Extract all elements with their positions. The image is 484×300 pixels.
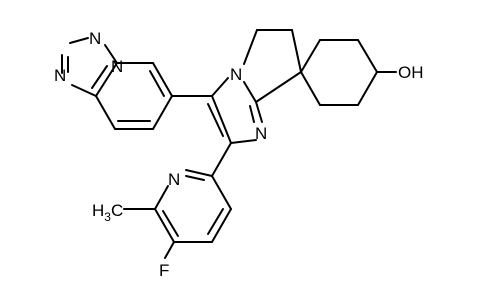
pyridine-ring bbox=[123, 169, 232, 259]
bond bbox=[164, 241, 175, 259]
bond bbox=[357, 39, 378, 73]
bond bbox=[211, 77, 229, 97]
bond bbox=[185, 169, 213, 177]
hydroxyl-label: OH bbox=[398, 63, 424, 82]
bond bbox=[95, 62, 118, 97]
cyclohexane-ring bbox=[300, 39, 397, 106]
bond bbox=[71, 84, 97, 97]
triazolopyridine-ring bbox=[61, 37, 173, 130]
pyrrolidine-ring bbox=[243, 29, 302, 103]
bond bbox=[211, 175, 232, 210]
pyrrole-n-label: N bbox=[230, 65, 242, 84]
bond bbox=[211, 208, 232, 243]
imidazole-n-label: N bbox=[255, 124, 267, 143]
triazole-n-left-label: N bbox=[54, 66, 66, 85]
bond bbox=[95, 95, 116, 130]
triazole-n-top-label: N bbox=[89, 29, 101, 48]
bond bbox=[291, 29, 302, 73]
bond bbox=[91, 65, 108, 89]
bond bbox=[104, 44, 118, 64]
bond bbox=[243, 29, 258, 65]
bridgehead-n-label: N bbox=[111, 57, 123, 76]
bond bbox=[357, 71, 378, 106]
pyridine-n-label: N bbox=[168, 170, 180, 189]
bond bbox=[255, 71, 302, 103]
bond bbox=[207, 103, 224, 137]
fluorine-label: F bbox=[159, 261, 169, 280]
bond bbox=[243, 81, 257, 103]
bond bbox=[152, 62, 173, 97]
bond bbox=[154, 208, 175, 243]
bond bbox=[185, 175, 205, 181]
bond bbox=[249, 105, 255, 123]
bond bbox=[154, 185, 169, 210]
bond bbox=[69, 37, 89, 44]
bond bbox=[149, 70, 165, 97]
bond bbox=[300, 39, 321, 73]
bond bbox=[300, 71, 321, 106]
bond bbox=[255, 101, 263, 123]
imidazole-ring bbox=[207, 77, 263, 144]
bond bbox=[162, 210, 179, 237]
bond bbox=[211, 142, 232, 177]
bond bbox=[207, 208, 224, 235]
bond bbox=[152, 95, 173, 130]
methyl-label: H3C bbox=[92, 201, 123, 224]
bond bbox=[211, 95, 232, 144]
bond bbox=[230, 139, 257, 144]
